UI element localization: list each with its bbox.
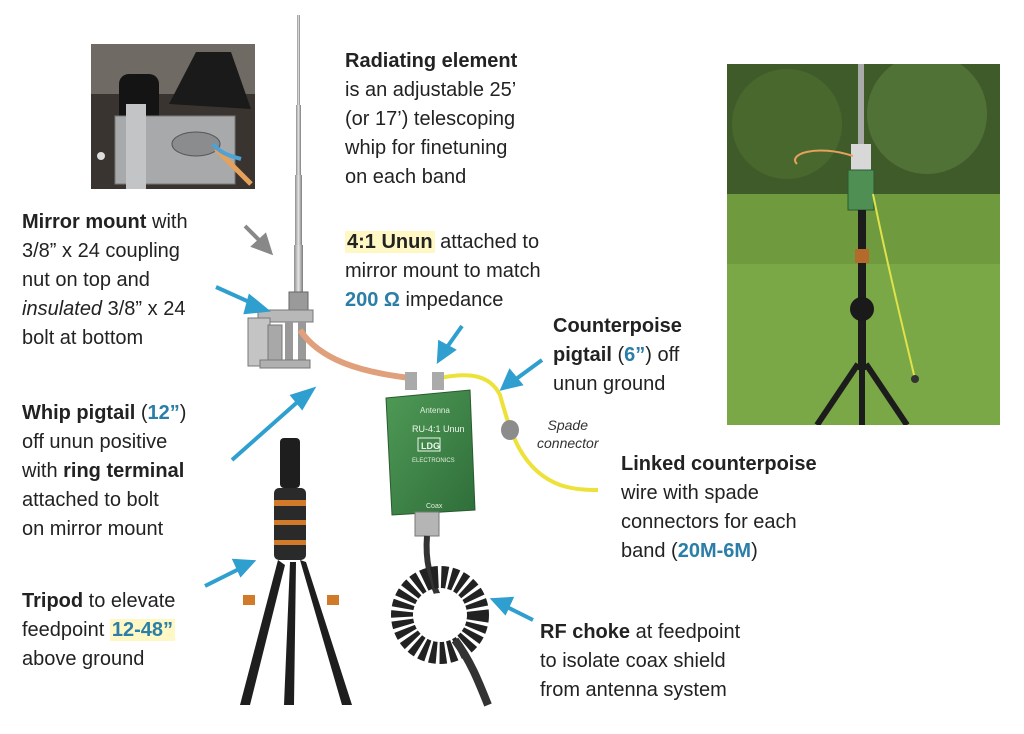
rf-choke-line-1: at feedpoint [630,621,741,643]
counterpoise-pigtail-paren-open: ( [611,344,625,366]
linked-line-4-post: ) [751,540,758,562]
unun-line-1: attached to [434,231,540,253]
tripod [240,438,352,705]
whip-pigtail-paren-open: ( [135,402,148,424]
mirror-mount-insulated: insulated [22,298,103,320]
rf-choke-line-2: to isolate coax shield [540,650,726,672]
radiating-element-label: Radiating element is an adjustable 25’ (… [345,47,517,192]
tripod-line-1: to elevate [83,590,176,612]
whip-pigtail-line-4: attached to bolt [22,489,159,511]
unun-line-2: mirror mount to match [345,260,541,282]
linked-line-3: connectors for each [621,511,797,533]
tripod-line-3: above ground [22,648,145,670]
spade-connector-label: Spade connector [537,416,598,452]
mount-closeup-drawing [91,44,255,189]
counterpoise-pigtail-title-1: Counterpoise [553,315,682,337]
tripod-height-range: 12-48” [109,619,176,641]
counterpoise-pigtail-paren-close: ) off [645,344,680,366]
spade-connector-icon [501,420,519,440]
arrow-head-tripod [231,558,257,578]
mirror-mount-line-5: bolt at bottom [22,327,144,349]
rf-choke-line-3: from antenna system [540,679,727,701]
field-setup-photo [727,64,1000,425]
spade-line-1: Spade [547,417,588,433]
unun-impedance-value: 200 Ω [345,289,400,311]
tripod-label: Tripod to elevate feedpoint 12-48” above… [22,587,175,674]
unun-model-text: RU-4:1 Unun [412,424,465,434]
whip-pigtail-ring-terminal: ring terminal [63,460,185,482]
arrow-whip-pigtail [230,396,304,462]
tripod-title: Tripod [22,590,84,612]
counterpoise-wire [439,373,599,492]
unun-brand-sub-text: ELECTRONICS [412,458,455,464]
whip-pigtail-line-5: on mirror mount [22,518,164,540]
unun-box: Antenna RU-4:1 Unun LDG ELECTRONICS Coax [385,372,476,602]
telescoping-whip [294,15,303,293]
unun-top-text: Antenna [420,406,450,415]
mirror-mount-title: Mirror mount [22,211,147,233]
unun-title: 4:1 Unun [345,231,435,253]
mirror-mount-line-4: 3/8” x 24 [102,298,186,320]
arrow-head-whip-pigtail [289,386,317,411]
radiating-line-3: whip for finetuning [345,137,508,159]
radiating-element-title: Radiating element [345,50,518,72]
spade-line-2: connector [537,435,599,451]
arrow-head-rf-choke [489,596,515,616]
rf-choke-title: RF choke [540,621,631,643]
unun-label: 4:1 Unun attached to mirror mount to mat… [345,228,541,315]
rf-choke-label: RF choke at feedpoint to isolate coax sh… [540,618,740,705]
radiating-line-1: is an adjustable 25’ [345,79,517,101]
linked-counterpoise-label: Linked counterpoise wire with spade conn… [621,450,817,566]
whip-pigtail-label: Whip pigtail (12”) off unun positive wit… [22,399,186,544]
unun-bottom-text: Coax [426,503,443,510]
mount-closeup-photo [91,44,255,189]
callout-arrows [204,285,544,622]
arrow-head-counterpoise [499,368,524,391]
radiating-line-2: (or 17’) telescoping [345,108,516,130]
linked-line-2: wire with spade [621,482,759,504]
counterpoise-pigtail-line-3: unun ground [553,373,666,395]
whip-pigtail-line-3-pre: with [22,460,64,482]
whip-pigtail-paren-close: ) [179,402,187,424]
arrow-head-mirror-mount [243,293,272,315]
whip-pigtail-title: Whip pigtail [22,402,136,424]
arrow-tripod [204,565,244,588]
counterpoise-pigtail-title-2: pigtail [553,344,612,366]
linked-line-4-pre: band ( [621,540,678,562]
mirror-mount [247,291,314,369]
linked-band-range: 20M-6M [677,540,752,562]
unun-line-3: impedance [399,289,504,311]
mirror-mount-line-1: with [146,211,188,233]
radiating-line-4: on each band [345,166,467,188]
mirror-mount-line-2: 3/8” x 24 coupling [22,240,180,262]
linked-counterpoise-title: Linked counterpoise [621,453,817,475]
rf-choke [391,566,492,707]
field-setup-drawing [727,64,1000,425]
whip-pigtail-line-2: off unun positive [22,431,168,453]
arrow-whip-gray [243,224,274,256]
mirror-mount-line-3: nut on top and [22,269,150,291]
whip-pigtail-length: 12” [147,402,180,424]
mirror-mount-label: Mirror mount with 3/8” x 24 coupling nut… [22,208,188,353]
unun-brand-text: LDG [421,441,440,451]
arrow-head-unun [436,339,457,365]
whip-pigtail-wire [297,328,411,381]
counterpoise-pigtail-length: 6” [624,344,646,366]
counterpoise-pigtail-label: Counterpoise pigtail (6”) off unun groun… [553,312,682,399]
tripod-line-2-pre: feedpoint [22,619,110,641]
